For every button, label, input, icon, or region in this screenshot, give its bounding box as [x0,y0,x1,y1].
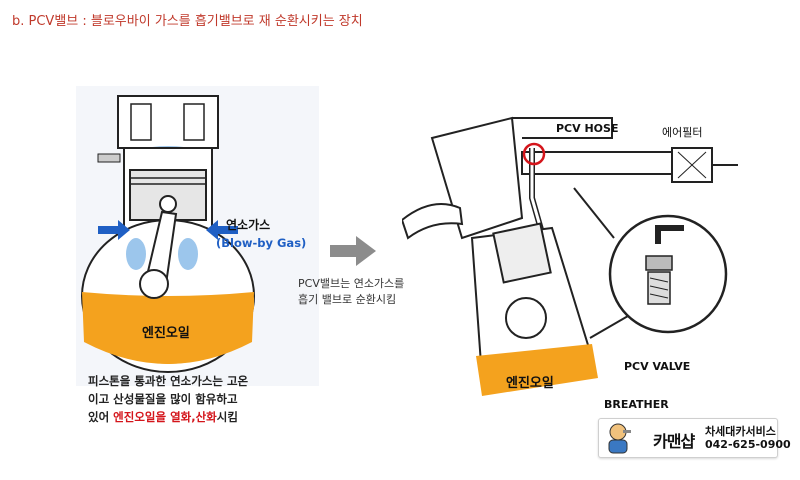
logo-service: 차세대카서비스 [705,425,776,438]
logo-brand: 카맨샵 [653,432,695,451]
page-title: b. PCV밸브 : 블로우바이 가스를 흡기밸브로 재 순환시키는 장치 [12,14,363,29]
caption-line-3: 있어 엔진오일을 열화,산화시킴 [88,408,328,426]
carmanshop-logo: 카맨샵 차세대카서비스 042-625-0900 [598,418,791,458]
caption-line-1: 피스톤을 통과한 연소가스는 고온 [88,374,249,388]
pcv-explanation: PCV밸브는 연소가스를 흡기 밸브로 순환시킴 [298,276,448,308]
pcv-hose-label: PCV HOSE [556,122,619,135]
caption-line-3-prefix: 있어 [88,410,114,424]
pcv-explanation-line-2: 흡기 밸브로 순환시킴 [298,293,397,306]
engine-oil-label-left: 엔진오일 [142,326,190,341]
logo-phone: 042-625-0900 [705,438,791,451]
right-arrow-icon [330,236,376,266]
blowby-label-en: (Blow-by Gas) [216,236,307,250]
pcv-explanation-line-1: PCV밸브는 연소가스를 [298,277,405,290]
pcv-valve-label: PCV VALVE [624,360,691,373]
pcv-system-panel [400,78,742,408]
caption-line-2: 이고 산성물질을 많이 함유하고 [88,392,238,406]
blowby-label-ko: 연소가스 [226,218,271,232]
cylinder-blowby-illustration [81,95,255,373]
caption-line-3-suffix: 시킴 [216,410,238,424]
left-caption: 피스톤을 통과한 연소가스는 고온 이고 산성물질을 많이 함유하고 있어 엔진… [88,372,328,426]
caption-highlight: 엔진오일을 열화,산화 [113,410,217,424]
engine-oil-label-right: 엔진오일 [506,376,554,391]
mechanic-icon [608,423,631,454]
pcv-system-illustration [400,116,738,396]
breather-label: BREATHER [604,398,669,411]
blowby-diagram-panel [76,86,319,386]
air-filter-label: 에어필터 [662,126,703,139]
